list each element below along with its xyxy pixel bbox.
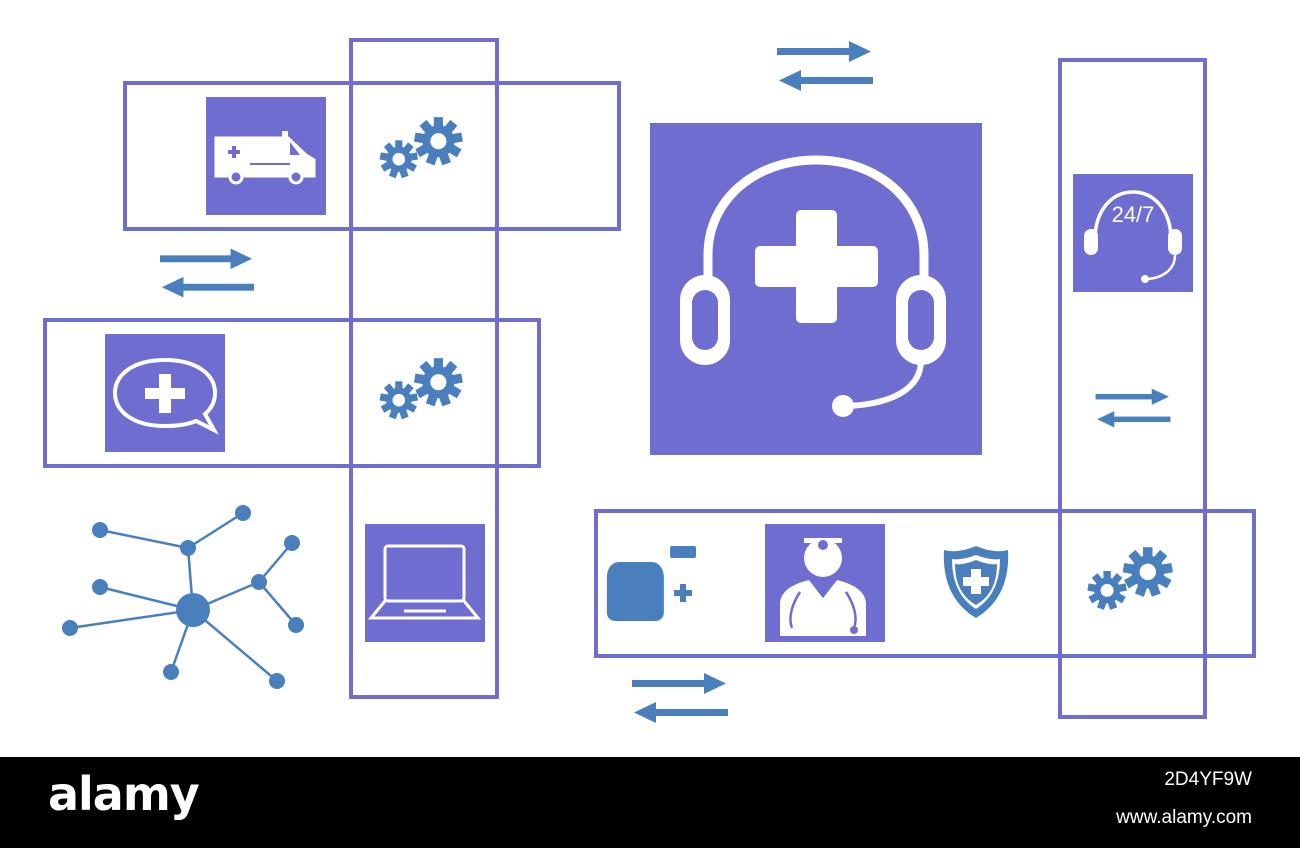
doctor-tile <box>765 524 885 642</box>
medical-cube-illustration: 24/7 <box>43 38 1256 723</box>
gears-icon <box>1087 547 1173 610</box>
site-url: www.alamy.com <box>1116 807 1252 828</box>
exchange-arrows-icon <box>159 248 255 298</box>
gears-icon <box>380 117 463 178</box>
medical-headset-tile <box>650 123 982 455</box>
exchange-arrows-icon <box>777 41 873 91</box>
exchange-arrows-icon <box>632 673 728 723</box>
ambulance-tile <box>206 97 326 215</box>
medicine-bottle-icon <box>606 546 697 621</box>
ambulance-icon <box>214 131 316 185</box>
network-icon <box>62 505 304 689</box>
stock-logo: alamy <box>48 767 200 821</box>
medical-headset-icon <box>680 155 946 417</box>
support-badge-text: 24/7 <box>1112 202 1155 227</box>
laptop-icon <box>367 544 482 620</box>
image-id: 2D4YF9W <box>1164 769 1252 790</box>
right-cube-net <box>594 58 1256 719</box>
laptop-tile <box>365 524 485 642</box>
support-24-7-headset-icon: 24/7 <box>1084 190 1182 283</box>
left-cube-net <box>43 38 621 699</box>
support-24-7-tile: 24/7 <box>1073 174 1193 292</box>
doctor-icon <box>780 538 866 636</box>
shield-cross-icon <box>943 546 1009 618</box>
chat-tile <box>105 334 225 452</box>
stock-watermark-bar: alamy 2D4YF9W www.alamy.com <box>0 757 1300 848</box>
chat-medical-cross-icon <box>112 357 219 435</box>
gears-icon <box>380 358 463 419</box>
exchange-arrows-icon <box>1095 388 1171 428</box>
